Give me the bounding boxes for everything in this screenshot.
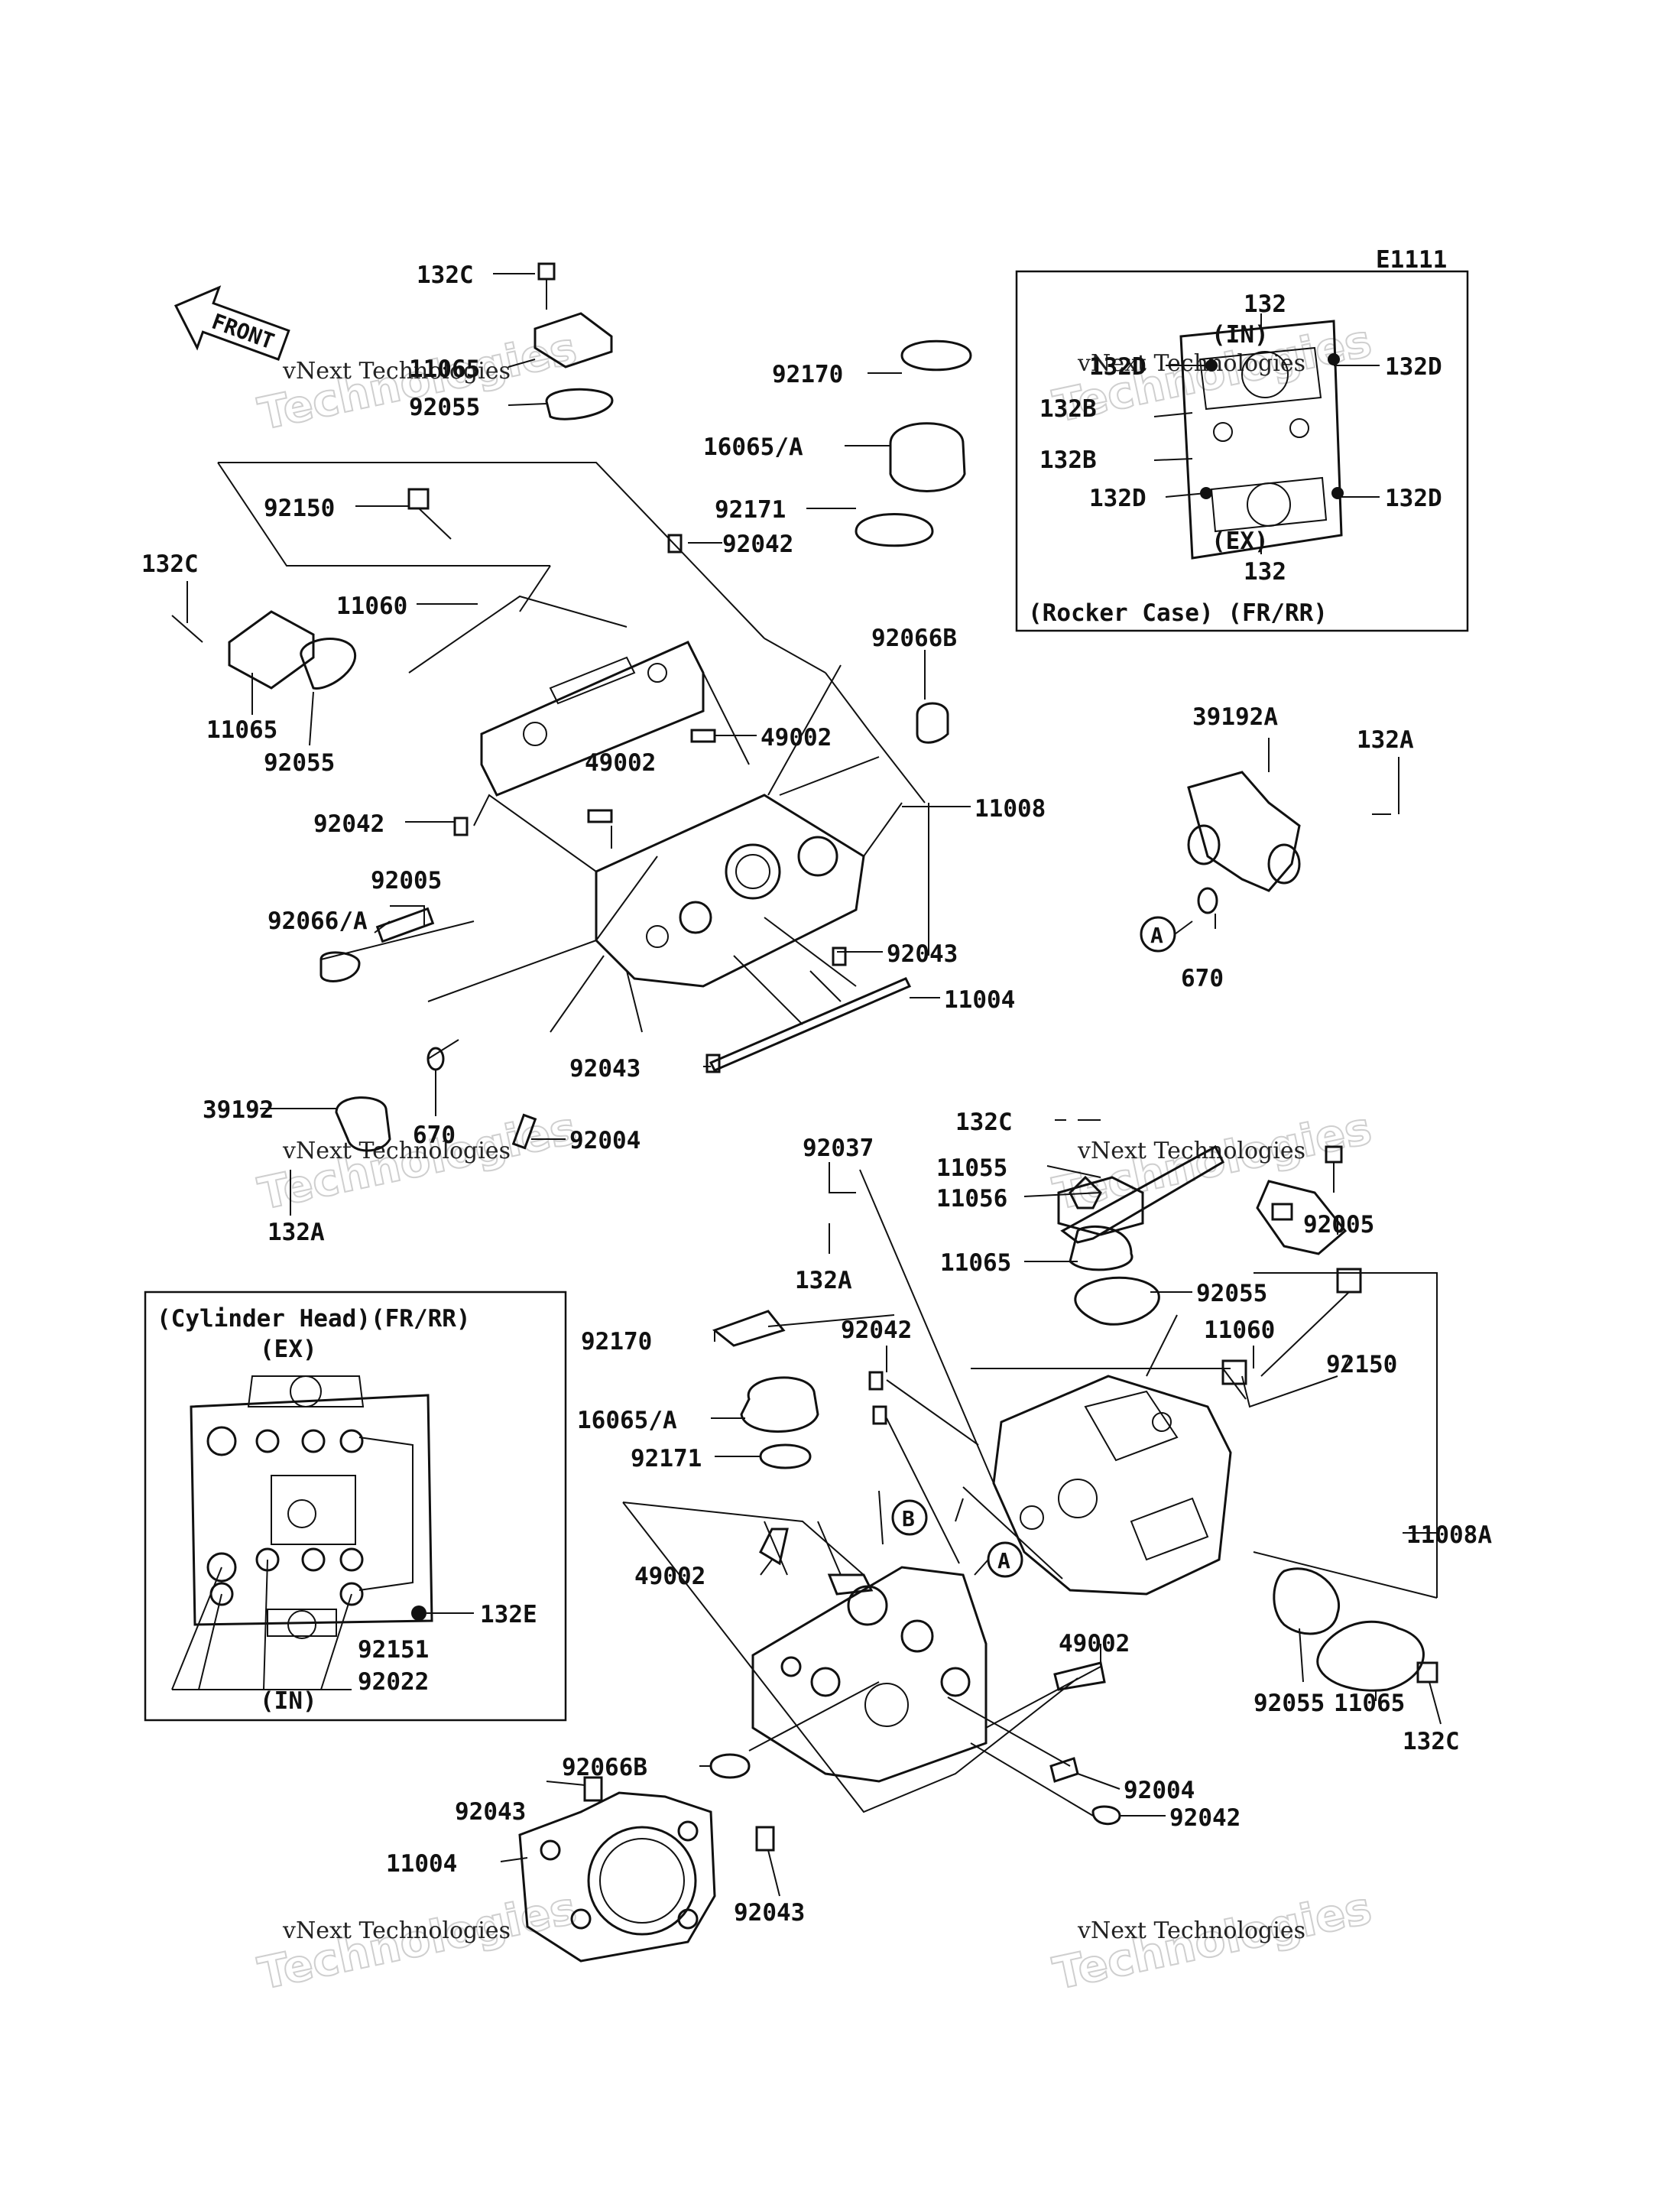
cylinder-ex-label: (EX) — [260, 1336, 317, 1363]
part-label: 92055 — [264, 749, 335, 777]
part-label: 670 — [1181, 965, 1224, 992]
part-label: 11065 — [1334, 1690, 1405, 1717]
rocker-case-inset: 132 132D 132D 132B 132B 132D 132D 132 (I… — [1015, 270, 1469, 632]
callout-b: B — [891, 1499, 928, 1536]
part-label: 39192 — [203, 1096, 274, 1124]
part-label: 92043 — [569, 1055, 641, 1083]
rear-cylinder-body — [518, 1310, 1121, 1963]
part-label: 16065/A — [577, 1407, 677, 1434]
part-label: 11008 — [975, 795, 1046, 823]
watermark-vnext: vNext Technologies — [282, 358, 511, 385]
part-label: 92066/A — [268, 907, 368, 935]
part-label: 132A — [268, 1219, 325, 1246]
part-label: 49002 — [1059, 1630, 1130, 1657]
part-label: 92042 — [841, 1317, 912, 1344]
part-label: 39192A — [1192, 703, 1278, 731]
rear-cylinder-assembly — [859, 1119, 1438, 1692]
part-label: 11060 — [336, 593, 407, 620]
part-label: 11008A — [1406, 1521, 1492, 1549]
part-label: 11004 — [944, 986, 1015, 1014]
front-cylinder-assembly — [171, 262, 972, 1152]
cylinder-head-top-drawing — [190, 1375, 433, 1639]
rocker-label-132-top: 132 — [1244, 291, 1286, 318]
cylinder-label-92022: 92022 — [358, 1668, 429, 1696]
part-label: 92042 — [313, 810, 384, 838]
part-label: 132C — [955, 1109, 1013, 1136]
rocker-ex-label: (EX) — [1211, 528, 1269, 555]
part-label: 92171 — [631, 1445, 702, 1472]
callout-a-1: A — [1140, 916, 1176, 953]
rocker-label-132d-tl: 132D — [1089, 353, 1146, 381]
part-label: 132A — [1357, 726, 1414, 754]
part-label: 49002 — [634, 1563, 705, 1590]
rocker-inset-frame — [1015, 270, 1469, 632]
cylinder-in-label: (IN) — [260, 1687, 317, 1715]
part-label: 92066B — [871, 625, 957, 652]
label-leaders — [186, 273, 1442, 1897]
part-label: 92004 — [1124, 1777, 1195, 1804]
part-label: 132A — [795, 1267, 852, 1294]
part-label: 11060 — [1204, 1317, 1275, 1344]
part-label: 132C — [1403, 1728, 1460, 1755]
watermark-vnext: vNext Technologies — [1077, 1917, 1305, 1944]
rocker-label-132b-1: 132B — [1039, 395, 1097, 423]
svg-text:A: A — [997, 1548, 1010, 1573]
part-label: 11004 — [386, 1850, 457, 1878]
cylinder-inset-caption: (Cylinder Head)(FR/RR) — [157, 1305, 471, 1333]
part-label: 92150 — [264, 495, 335, 522]
part-label: 92042 — [722, 531, 793, 558]
part-label: 11055 — [936, 1154, 1007, 1182]
watermark-vnext: vNext Technologies — [282, 1138, 511, 1164]
part-label: 92043 — [455, 1798, 526, 1826]
part-label: 11065 — [206, 716, 277, 744]
rocker-label-132d-bl: 132D — [1089, 485, 1146, 512]
part-label: 92055 — [409, 394, 480, 421]
part-label: 92043 — [734, 1899, 805, 1927]
svg-text:A: A — [1150, 923, 1163, 948]
rocker-label-132d-br: 132D — [1385, 485, 1442, 512]
part-label: 670 — [413, 1122, 456, 1149]
cylinder-label-92151: 92151 — [358, 1636, 429, 1664]
part-label: 92150 — [1326, 1351, 1397, 1378]
part-label: 92170 — [581, 1328, 652, 1355]
rocker-in-label: (IN) — [1211, 321, 1269, 349]
part-label: 92055 — [1196, 1280, 1267, 1307]
part-label: 16065/A — [703, 433, 803, 461]
part-label: 132C — [141, 550, 199, 578]
part-label: 11065 — [409, 356, 480, 383]
part-label: 11065 — [940, 1249, 1011, 1277]
rocker-case-drawing — [1179, 320, 1344, 560]
part-label: 132C — [417, 261, 474, 289]
watermark-vnext: vNext Technologies — [1077, 350, 1305, 377]
svg-text:B: B — [902, 1506, 915, 1531]
water-pipe-39192a — [1187, 771, 1391, 914]
part-label: 92066B — [562, 1754, 647, 1781]
part-label: 92055 — [1254, 1690, 1325, 1717]
part-label: 92005 — [1303, 1211, 1374, 1239]
part-label: 92037 — [803, 1135, 874, 1162]
rocker-label-132b-2: 132B — [1039, 446, 1097, 474]
part-label: 92171 — [715, 496, 786, 524]
rocker-inset-caption: (Rocker Case) (FR/RR) — [1028, 599, 1328, 627]
part-label: 49002 — [761, 724, 832, 752]
part-label: 92005 — [371, 867, 442, 894]
rocker-label-132d-tr: 132D — [1385, 353, 1442, 381]
part-label: 92004 — [569, 1127, 641, 1154]
part-label: 92042 — [1169, 1804, 1241, 1832]
cylinder-head-inset: (Cylinder Head)(FR/RR) (EX) (IN) — [144, 1291, 567, 1722]
cylinder-label-132e: 132E — [480, 1601, 537, 1628]
part-labels: 132C 11065 92055 92150 11060 132C 11065 … — [141, 261, 1492, 1927]
part-label: 49002 — [585, 749, 656, 777]
part-label: 92043 — [887, 940, 958, 968]
front-arrow-icon: FRONT — [174, 285, 290, 362]
part-label: 92170 — [772, 361, 843, 388]
watermark-vnext: vNext Technologies — [282, 1917, 511, 1944]
part-label: 11056 — [936, 1185, 1007, 1213]
callout-a-2: A — [987, 1541, 1023, 1578]
cylinder-inset-frame — [144, 1291, 567, 1722]
diagram-code: E1111 — [1376, 246, 1447, 274]
rocker-label-132-bottom: 132 — [1244, 558, 1286, 586]
